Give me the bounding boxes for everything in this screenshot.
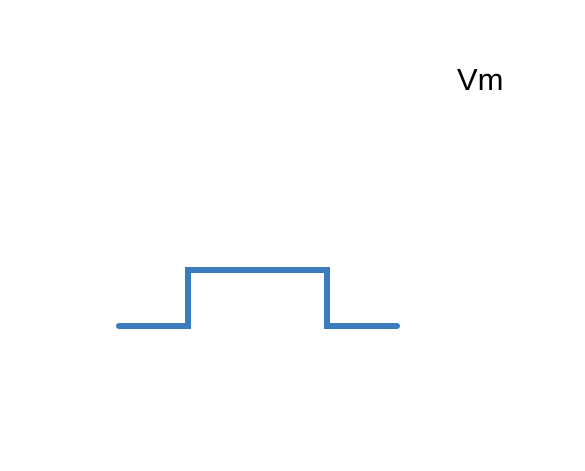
vm-label: Vm [457,62,504,97]
square-pulse-line [116,267,400,329]
